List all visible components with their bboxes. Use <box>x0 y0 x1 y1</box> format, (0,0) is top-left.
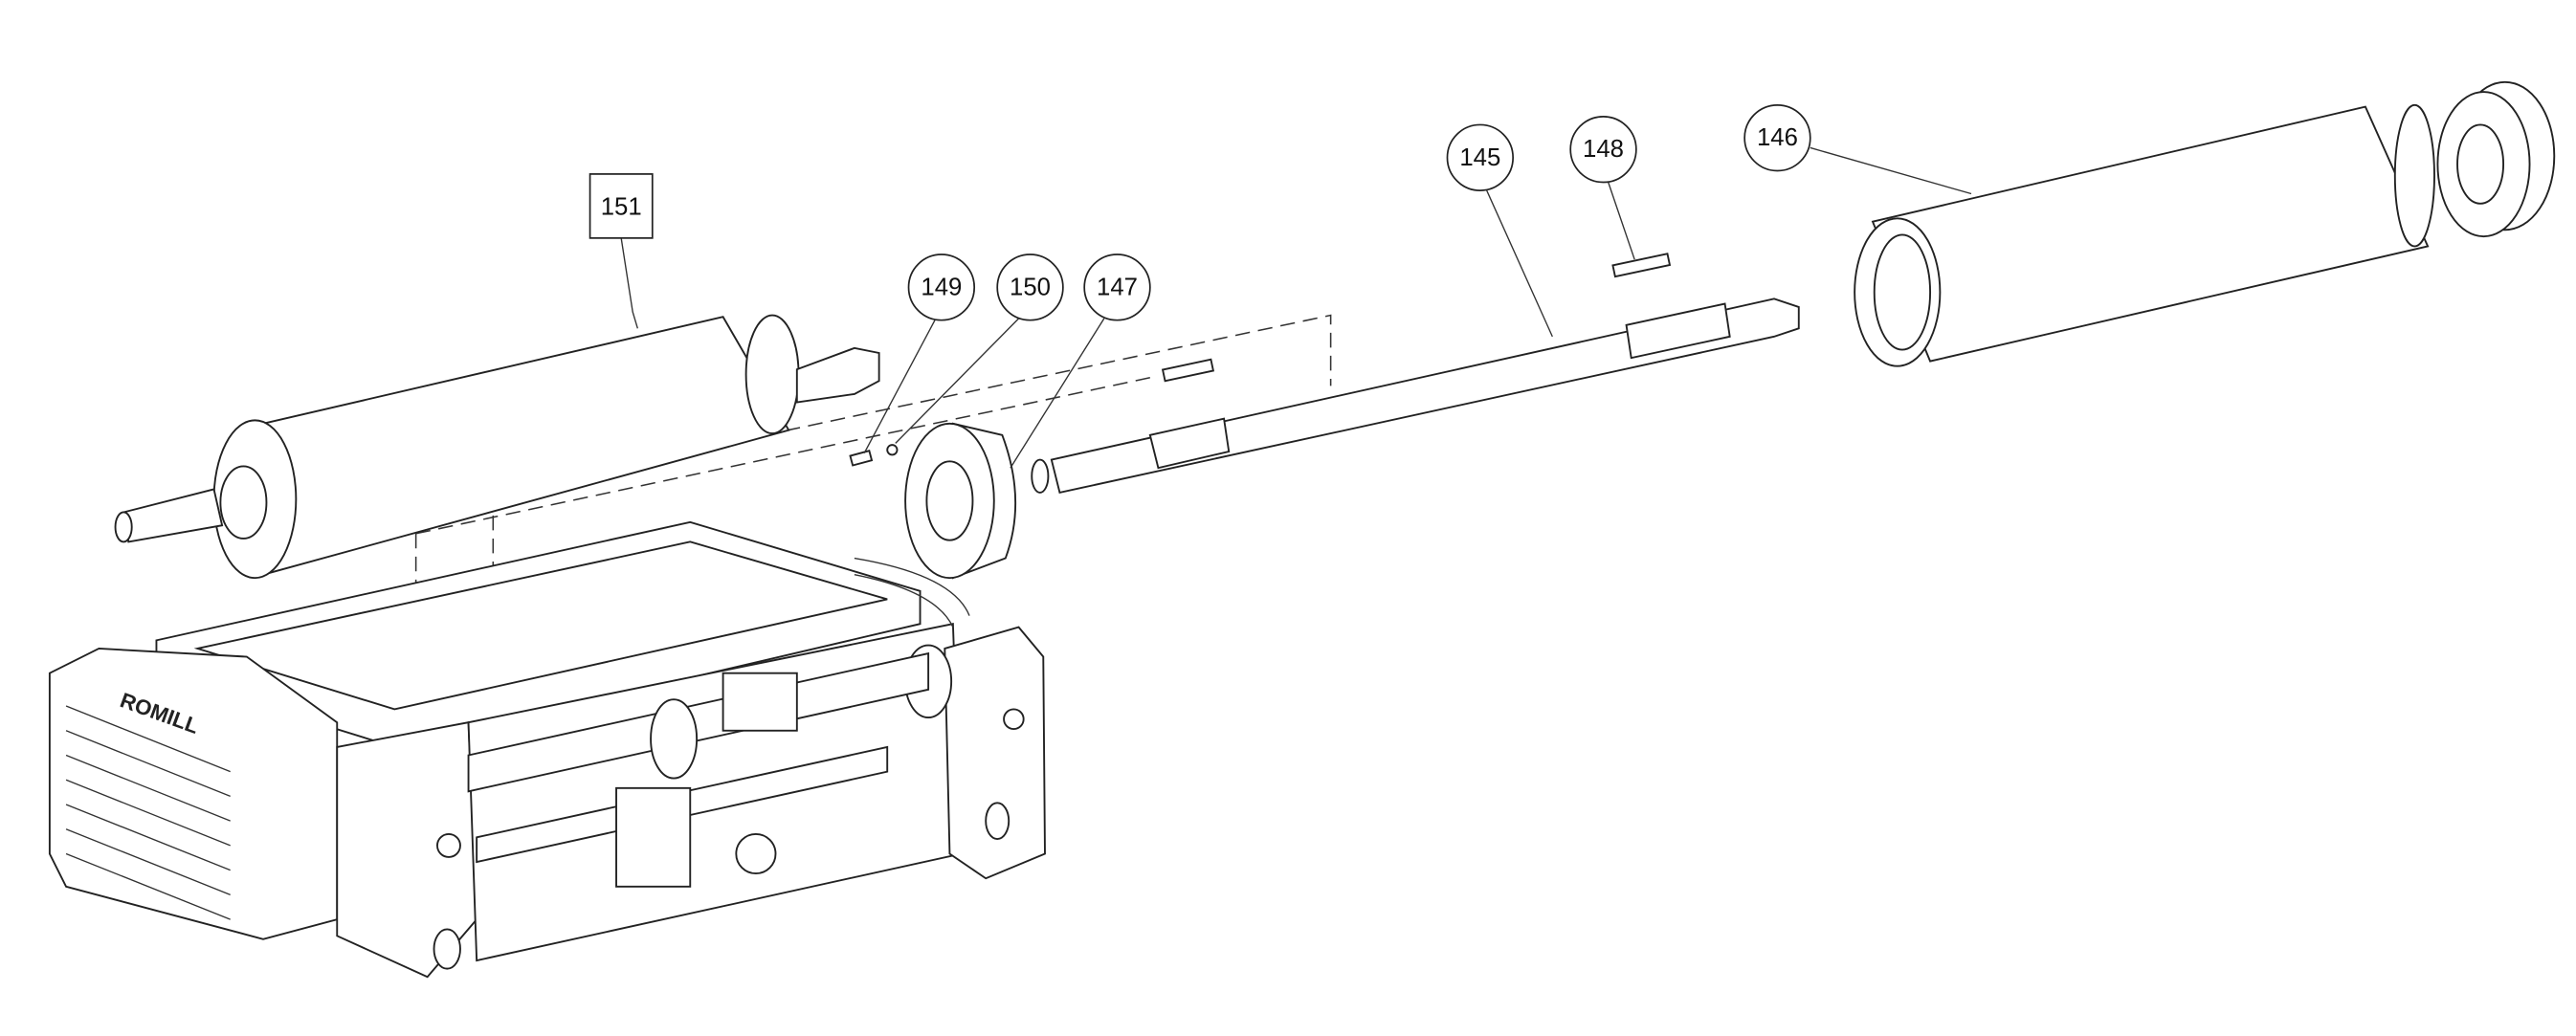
leader-lines <box>620 146 1972 469</box>
shaft-145 <box>1031 298 1800 495</box>
svg-text:150: 150 <box>1010 274 1051 300</box>
machine-frame: ROMILL <box>48 520 1046 979</box>
sleeve-146 <box>1854 103 2435 367</box>
callout-150: 150 <box>996 253 1064 321</box>
screw-149 <box>849 450 874 467</box>
callout-146: 146 <box>1743 103 1811 172</box>
callout-149: 149 <box>907 253 976 321</box>
svg-text:151: 151 <box>601 193 642 220</box>
flange-147 <box>904 422 1017 580</box>
callout-151: 151 <box>588 173 654 239</box>
vent-grille <box>65 705 231 920</box>
svg-text:147: 147 <box>1097 274 1138 300</box>
svg-text:149: 149 <box>921 274 962 300</box>
key-part-148 <box>1611 253 1672 278</box>
callout-148: 148 <box>1569 116 1637 184</box>
washer-150 <box>886 444 899 456</box>
callout-147: 147 <box>1083 253 1151 321</box>
svg-text:146: 146 <box>1757 124 1798 151</box>
svg-text:148: 148 <box>1583 136 1624 163</box>
roller-assembly-151 <box>114 314 880 580</box>
key-part <box>1161 358 1215 383</box>
callout-145: 145 <box>1446 123 1514 191</box>
svg-text:145: 145 <box>1459 144 1500 171</box>
bearing-cap <box>2436 80 2556 238</box>
